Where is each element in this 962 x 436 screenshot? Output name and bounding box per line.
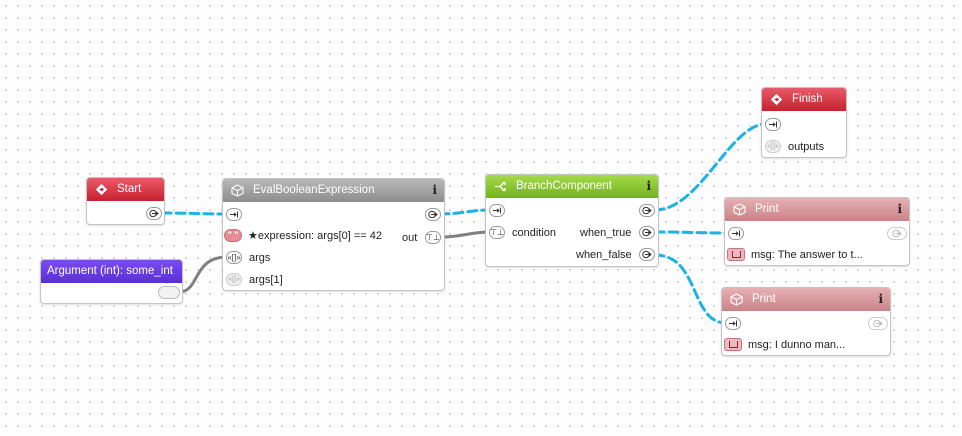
eval-node-title: EvalBooleanExpression: [253, 184, 375, 196]
arrow-in-icon: [493, 207, 501, 214]
diamond-arrow-icon: [95, 183, 108, 196]
print2-node-title: Print: [752, 293, 776, 305]
print2-exec-out-pin[interactable]: [868, 317, 888, 330]
wire-start-to-eval: [160, 211, 228, 216]
message-type-badge: [727, 248, 745, 261]
cube-icon: [733, 203, 746, 216]
wire-out-to-condition: [440, 230, 492, 239]
print-node-2[interactable]: Print i msg: I dunno man...: [721, 287, 891, 356]
message-type-badge: [724, 338, 742, 351]
argument-node[interactable]: Argument (int): some_int: [40, 259, 183, 304]
branch-component-node[interactable]: BranchComponent i ⊤⊥ condition when_true…: [485, 174, 659, 267]
eval-boolean-expression-node[interactable]: EvalBooleanExpression i " " ★expression:…: [222, 178, 445, 291]
start-node[interactable]: Start: [86, 177, 165, 225]
expression-label: ★expression: args[0] == 42: [248, 230, 382, 242]
arrow-in-icon: [732, 230, 740, 237]
info-icon[interactable]: i: [432, 183, 437, 197]
start-node-header[interactable]: Start: [87, 178, 164, 201]
cube-icon: [730, 293, 743, 306]
wire-eval-to-branch: [438, 208, 492, 216]
arrow-out-icon: [149, 209, 159, 218]
print2-msg-label: msg: I dunno man...: [748, 339, 846, 351]
argument-node-header[interactable]: Argument (int): some_int: [41, 260, 182, 283]
print1-node-header[interactable]: Print i: [725, 198, 909, 221]
eval-node-header[interactable]: EvalBooleanExpression i: [223, 179, 444, 202]
start-node-title: Start: [117, 183, 142, 195]
print1-exec-in-pin[interactable]: [728, 227, 744, 240]
arrow-in-icon: [230, 211, 238, 218]
args1-label: args[1]: [249, 274, 283, 286]
arrow-out-icon: [428, 210, 438, 219]
arrow-in-icon: [769, 121, 777, 128]
string-type-badge: " ": [224, 229, 242, 242]
finish-node-title: Finish: [792, 93, 823, 105]
when-true-label: when_true: [580, 227, 632, 239]
info-icon[interactable]: i: [878, 292, 883, 306]
print2-exec-in-pin[interactable]: [725, 317, 741, 330]
print1-exec-out-pin[interactable]: [887, 227, 907, 240]
wire-argument-to-args: [177, 255, 228, 294]
arrow-in-icon: [729, 320, 737, 327]
args-in-pin[interactable]: «[]»: [226, 251, 242, 264]
wire-when-false-to-print2: [653, 253, 728, 325]
branch-icon: [495, 181, 506, 192]
print2-node-header[interactable]: Print i: [722, 288, 890, 311]
arrow-out-icon: [642, 206, 652, 215]
arrow-out-icon: [892, 229, 902, 238]
finish-exec-in-pin[interactable]: [765, 118, 781, 131]
print-node-1[interactable]: Print i msg: The answer to t...: [724, 197, 910, 266]
when-false-label: when_false: [576, 249, 632, 261]
out-label: out: [402, 232, 418, 244]
when-false-out-pin[interactable]: [639, 248, 655, 261]
start-exec-out-pin[interactable]: [146, 207, 162, 220]
condition-in-pin[interactable]: ⊤⊥: [489, 226, 505, 239]
outputs-in-pin[interactable]: «[]»: [765, 140, 781, 153]
cube-icon: [231, 184, 244, 197]
branch-exec-out-pin[interactable]: [639, 204, 655, 217]
info-icon[interactable]: i: [897, 202, 902, 216]
condition-label: condition: [512, 227, 557, 239]
print1-node-title: Print: [755, 203, 779, 215]
eval-exec-out-pin[interactable]: [425, 208, 441, 221]
argument-node-title: Argument (int): some_int: [47, 265, 173, 277]
branch-exec-in-pin[interactable]: [489, 204, 505, 217]
arrow-out-icon: [642, 228, 652, 237]
branch-node-header[interactable]: BranchComponent i: [486, 175, 658, 198]
print1-msg-label: msg: The answer to t...: [751, 249, 863, 261]
args1-in-pin[interactable]: «[]»: [226, 273, 242, 286]
info-icon[interactable]: i: [646, 179, 651, 193]
eval-out-pin[interactable]: ⊤⊥: [425, 231, 441, 244]
argument-value-out-pin[interactable]: [158, 286, 180, 299]
outputs-label: outputs: [788, 141, 825, 153]
branch-node-title: BranchComponent: [516, 180, 612, 192]
finish-node[interactable]: Finish «[]» outputs: [761, 87, 847, 158]
args-label: args: [249, 252, 271, 264]
when-true-out-pin[interactable]: [639, 226, 655, 239]
wire-when-true-to-print1: [653, 230, 730, 235]
eval-exec-in-pin[interactable]: [226, 208, 242, 221]
arrow-out-icon: [873, 319, 883, 328]
diamond-arrow-icon: [770, 93, 783, 106]
arrow-out-icon: [642, 250, 652, 259]
finish-node-header[interactable]: Finish: [762, 88, 846, 111]
